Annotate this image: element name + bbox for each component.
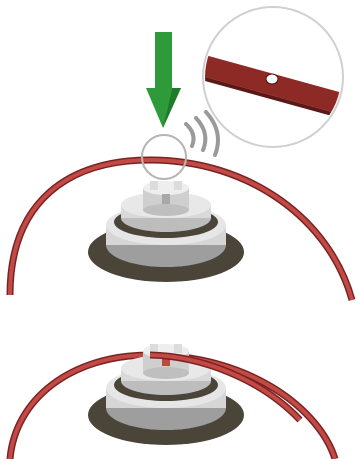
step-2-belt-seated — [10, 344, 335, 459]
callout-magnified-view — [203, 7, 350, 147]
belt-hole — [266, 74, 278, 84]
press-down-arrow-icon — [146, 32, 181, 128]
mount-base-top — [88, 181, 244, 282]
signal-waves-icon — [186, 112, 218, 155]
